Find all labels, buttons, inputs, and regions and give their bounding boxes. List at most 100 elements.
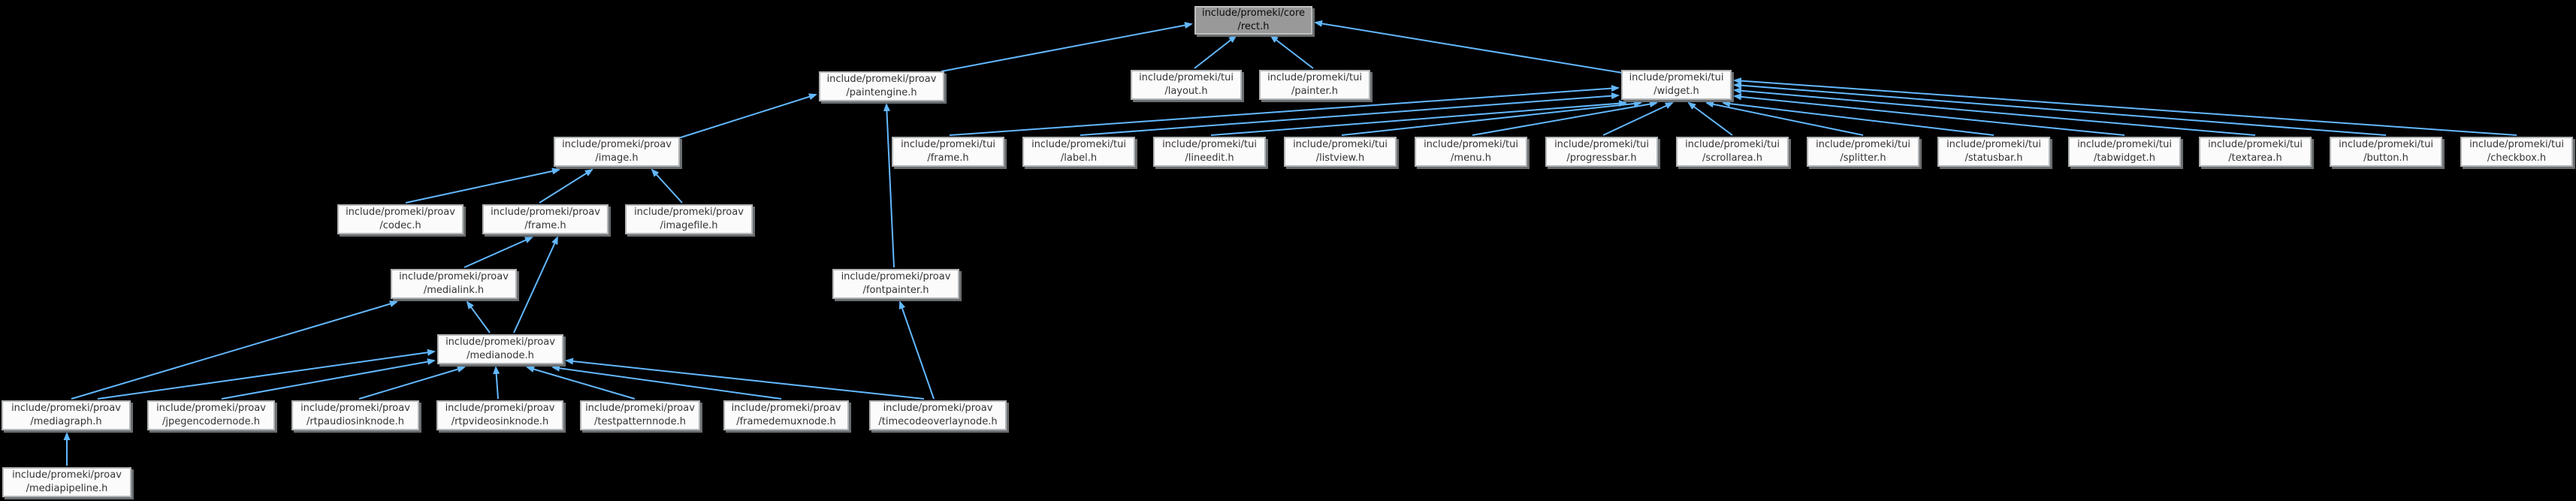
graph-node-fontpainter[interactable]: include/promeki/proav /fontpainter.h	[832, 269, 959, 299]
edge-medianode-to-medialink	[466, 300, 491, 333]
node-label: include/promeki/proav /mediapipeline.h	[12, 469, 122, 494]
edge-imagefile-to-image	[651, 168, 683, 204]
graph-node-painter[interactable]: include/promeki/tui /painter.h	[1259, 70, 1370, 100]
edge-textarea-to-widget	[1733, 87, 2256, 136]
edge-rtpaudiosinknode-to-medianode	[358, 366, 466, 400]
node-label: include/promeki/proav /mediagraph.h	[11, 403, 121, 427]
node-label: include/promeki/proav /rtpvideosinknode.…	[445, 403, 555, 427]
graph-node-splitter[interactable]: include/promeki/tui /splitter.h	[1807, 137, 1919, 167]
graph-node-frame_tui[interactable]: include/promeki/tui /frame.h	[892, 137, 1004, 167]
edge-tabwidget-to-widget	[1733, 93, 2125, 136]
graph-node-label[interactable]: include/promeki/tui /label.h	[1022, 137, 1135, 167]
graph-node-imagefile[interactable]: include/promeki/proav /imagefile.h	[625, 204, 753, 234]
edge-mediagraph-to-medialink	[71, 300, 398, 400]
node-label: include/promeki/tui /scrollarea.h	[1685, 139, 1780, 164]
edge-rtpvideosinknode-to-medianode	[493, 366, 500, 400]
edge-widget-to-rect	[1314, 20, 1623, 74]
edge-frame_proav-to-image	[539, 168, 593, 204]
graph-node-tabwidget[interactable]: include/promeki/tui /tabwidget.h	[2068, 137, 2181, 167]
edge-codec-to-image	[405, 168, 560, 204]
edge-label-to-widget	[1080, 92, 1620, 136]
node-label: include/promeki/proav /rtpaudiosinknode.…	[300, 403, 410, 427]
node-label: include/promeki/proav /framedemuxnode.h	[731, 403, 841, 427]
graph-node-progressbar[interactable]: include/promeki/tui /progressbar.h	[1545, 137, 1658, 167]
node-label: include/promeki/tui /frame.h	[901, 139, 995, 164]
edge-frame_tui-to-widget	[949, 85, 1620, 136]
graph-node-menu[interactable]: include/promeki/tui /menu.h	[1415, 137, 1527, 167]
graph-node-widget[interactable]: include/promeki/tui /widget.h	[1621, 70, 1732, 100]
edge-image-to-paintengine	[678, 93, 817, 139]
graph-node-medianode[interactable]: include/promeki/proav /medianode.h	[437, 334, 563, 364]
graph-node-rtpaudiosinknode[interactable]: include/promeki/proav /rtpaudiosinknode.…	[291, 400, 419, 430]
edge-listview-to-widget	[1341, 100, 1642, 136]
edge-timecodeoverlaynode-to-medianode	[565, 358, 925, 400]
node-label: include/promeki/tui /lineedit.h	[1162, 139, 1257, 164]
edge-jpegencodernode-to-medianode	[221, 358, 436, 400]
graph-node-checkbox[interactable]: include/promeki/tui /checkbox.h	[2460, 137, 2573, 167]
node-label: include/promeki/proav /testpatternnode.h	[585, 403, 695, 427]
graph-node-frame_proav[interactable]: include/promeki/proav /frame.h	[482, 204, 609, 234]
node-label: include/promeki/tui /tabwidget.h	[2077, 139, 2172, 164]
graph-node-image[interactable]: include/promeki/proav /image.h	[554, 137, 680, 167]
graph-node-paintengine[interactable]: include/promeki/proav /paintengine.h	[819, 71, 944, 101]
graph-node-timecodeoverlaynode[interactable]: include/promeki/proav /timecodeoverlayno…	[869, 400, 1007, 430]
node-label: include/promeki/tui /progressbar.h	[1554, 139, 1649, 164]
graph-node-codec[interactable]: include/promeki/proav /codec.h	[337, 204, 464, 234]
node-label: include/promeki/proav /imagefile.h	[634, 207, 744, 231]
node-label: include/promeki/tui /painter.h	[1267, 72, 1362, 97]
node-label: include/promeki/proav /image.h	[562, 139, 672, 164]
edge-menu-to-widget	[1472, 101, 1658, 136]
node-label: include/promeki/proav /fontpainter.h	[841, 271, 951, 296]
node-label: include/promeki/tui /splitter.h	[1816, 139, 1910, 164]
node-label: include/promeki/proav /frame.h	[491, 207, 600, 231]
node-label: include/promeki/core /rect.h	[1201, 8, 1306, 32]
graph-node-statusbar[interactable]: include/promeki/tui /statusbar.h	[1937, 137, 2050, 167]
graph-node-framedemuxnode[interactable]: include/promeki/proav /framedemuxnode.h	[723, 400, 849, 430]
edge-statusbar-to-widget	[1722, 100, 1995, 136]
graph-node-rtpvideosinknode[interactable]: include/promeki/proav /rtpvideosinknode.…	[436, 400, 563, 430]
graph-node-layout[interactable]: include/promeki/tui /layout.h	[1131, 70, 1242, 100]
node-label: include/promeki/tui /menu.h	[1424, 139, 1518, 164]
graph-node-listview[interactable]: include/promeki/tui /listview.h	[1284, 137, 1397, 167]
graph-node-lineedit[interactable]: include/promeki/tui /lineedit.h	[1153, 137, 1266, 167]
edge-timecodeoverlaynode-to-fontpainter	[898, 300, 935, 400]
edge-layout-to-rect	[1194, 35, 1237, 69]
edge-paintengine-to-rect	[941, 22, 1193, 72]
node-label: include/promeki/tui /listview.h	[1293, 139, 1388, 164]
edge-medialink-to-frame_proav	[464, 237, 533, 268]
edge-progressbar-to-widget	[1602, 102, 1674, 136]
edge-medianode-to-frame_proav	[513, 236, 558, 333]
node-label: include/promeki/proav /jpegencodernode.h	[156, 403, 266, 427]
graph-node-button[interactable]: include/promeki/tui /button.h	[2330, 137, 2442, 167]
graph-node-mediagraph[interactable]: include/promeki/proav /mediagraph.h	[2, 400, 131, 430]
node-label: include/promeki/tui /button.h	[2339, 139, 2433, 164]
edge-splitter-to-widget	[1705, 101, 1864, 136]
edge-button-to-widget	[1733, 82, 2387, 136]
edge-lineedit-to-widget	[1210, 100, 1627, 136]
node-label: include/promeki/proav /codec.h	[346, 207, 455, 231]
graph-node-rect: include/promeki/core /rect.h	[1194, 6, 1312, 35]
graph-node-mediapipeline[interactable]: include/promeki/proav /mediapipeline.h	[2, 467, 131, 497]
graph-node-testpatternnode[interactable]: include/promeki/proav /testpatternnode.h	[580, 400, 700, 430]
edge-fontpainter-to-paintengine	[883, 103, 895, 268]
graph-node-jpegencodernode[interactable]: include/promeki/proav /jpegencodernode.h	[147, 400, 275, 430]
node-label: include/promeki/tui /textarea.h	[2208, 139, 2303, 164]
node-label: include/promeki/proav /timecodeoverlayno…	[878, 403, 998, 427]
node-label: include/promeki/proav /medianode.h	[445, 337, 555, 361]
edge-checkbox-to-widget	[1733, 77, 2517, 136]
node-label: include/promeki/tui /checkbox.h	[2469, 139, 2564, 164]
edge-testpatternnode-to-medianode	[526, 366, 636, 400]
edge-mediagraph-to-medianode	[97, 349, 436, 400]
node-label: include/promeki/tui /label.h	[1031, 139, 1126, 164]
graph-node-scrollarea[interactable]: include/promeki/tui /scrollarea.h	[1676, 137, 1789, 167]
edge-painter-to-rect	[1270, 35, 1314, 69]
graph-node-textarea[interactable]: include/promeki/tui /textarea.h	[2199, 137, 2312, 167]
node-label: include/promeki/tui /widget.h	[1629, 72, 1724, 97]
node-label: include/promeki/proav /medialink.h	[399, 271, 509, 296]
edge-framedemuxnode-to-medianode	[551, 364, 782, 400]
edge-scrollarea-to-widget	[1687, 101, 1733, 136]
graph-node-medialink[interactable]: include/promeki/proav /medialink.h	[391, 269, 517, 299]
